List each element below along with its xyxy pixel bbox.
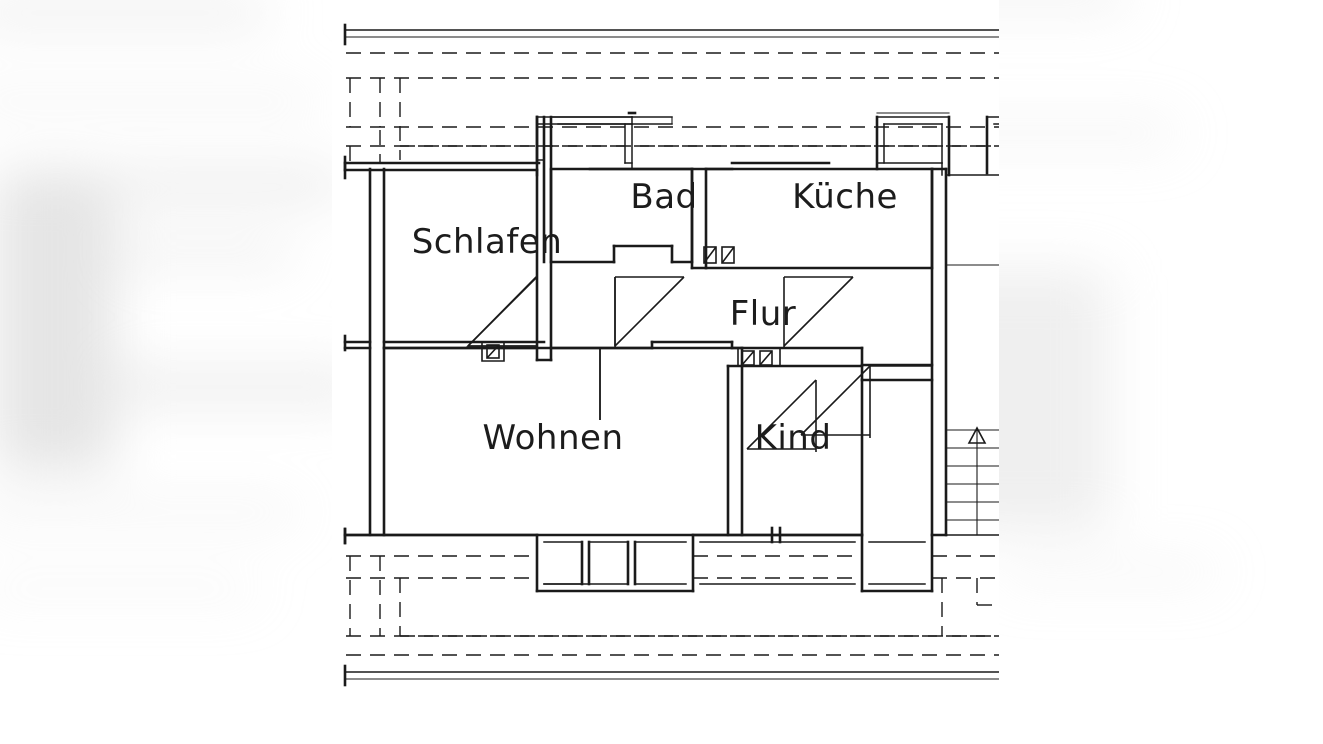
room-label-flur: Flur (730, 294, 797, 334)
window-bottom-2 (588, 540, 637, 586)
top-boundary-band (343, 23, 999, 54)
door-kind-left (746, 379, 817, 452)
plan-canvas (332, 0, 999, 744)
window-bottom-5 (868, 541, 926, 585)
door-bad (614, 276, 685, 348)
door-group (466, 276, 932, 452)
window-group-bottom (543, 526, 926, 586)
stair-direction-arrow-icon (967, 426, 987, 444)
top-dashed-outline (346, 77, 999, 164)
window-bottom-4 (699, 526, 856, 585)
window-top-3 (627, 111, 673, 125)
window-bottom-3 (634, 541, 687, 585)
blurred-backdrop-left (0, 0, 332, 744)
bottom-dashed-outline (346, 555, 999, 656)
floor-plan-svg: .w { fill:none; stroke:#1a1a1a; stroke-w… (332, 0, 999, 744)
room-label-wohnen: Wohnen (483, 418, 624, 458)
room-label-kind: Kind (755, 418, 832, 458)
floor-plan-drawing: .w { fill:none; stroke:#1a1a1a; stroke-w… (332, 0, 999, 744)
door-flur-right (800, 365, 932, 438)
door-schlafen (466, 276, 538, 348)
window-top-5-fragment (985, 115, 999, 175)
bottom-exterior-wall (343, 527, 999, 593)
wall-bad-kueche (690, 167, 708, 270)
blurred-backdrop-right (999, 0, 1323, 744)
room-label-schlafen: Schlafen (412, 222, 563, 262)
room-label-kueche: Küche (792, 177, 898, 217)
door-kueche (783, 276, 854, 348)
window-top-4 (875, 112, 951, 177)
bottom-boundary-band (343, 664, 999, 687)
room-label-bad: Bad (630, 177, 697, 217)
window-top-2 (550, 116, 633, 169)
window-bottom-1 (543, 540, 591, 586)
